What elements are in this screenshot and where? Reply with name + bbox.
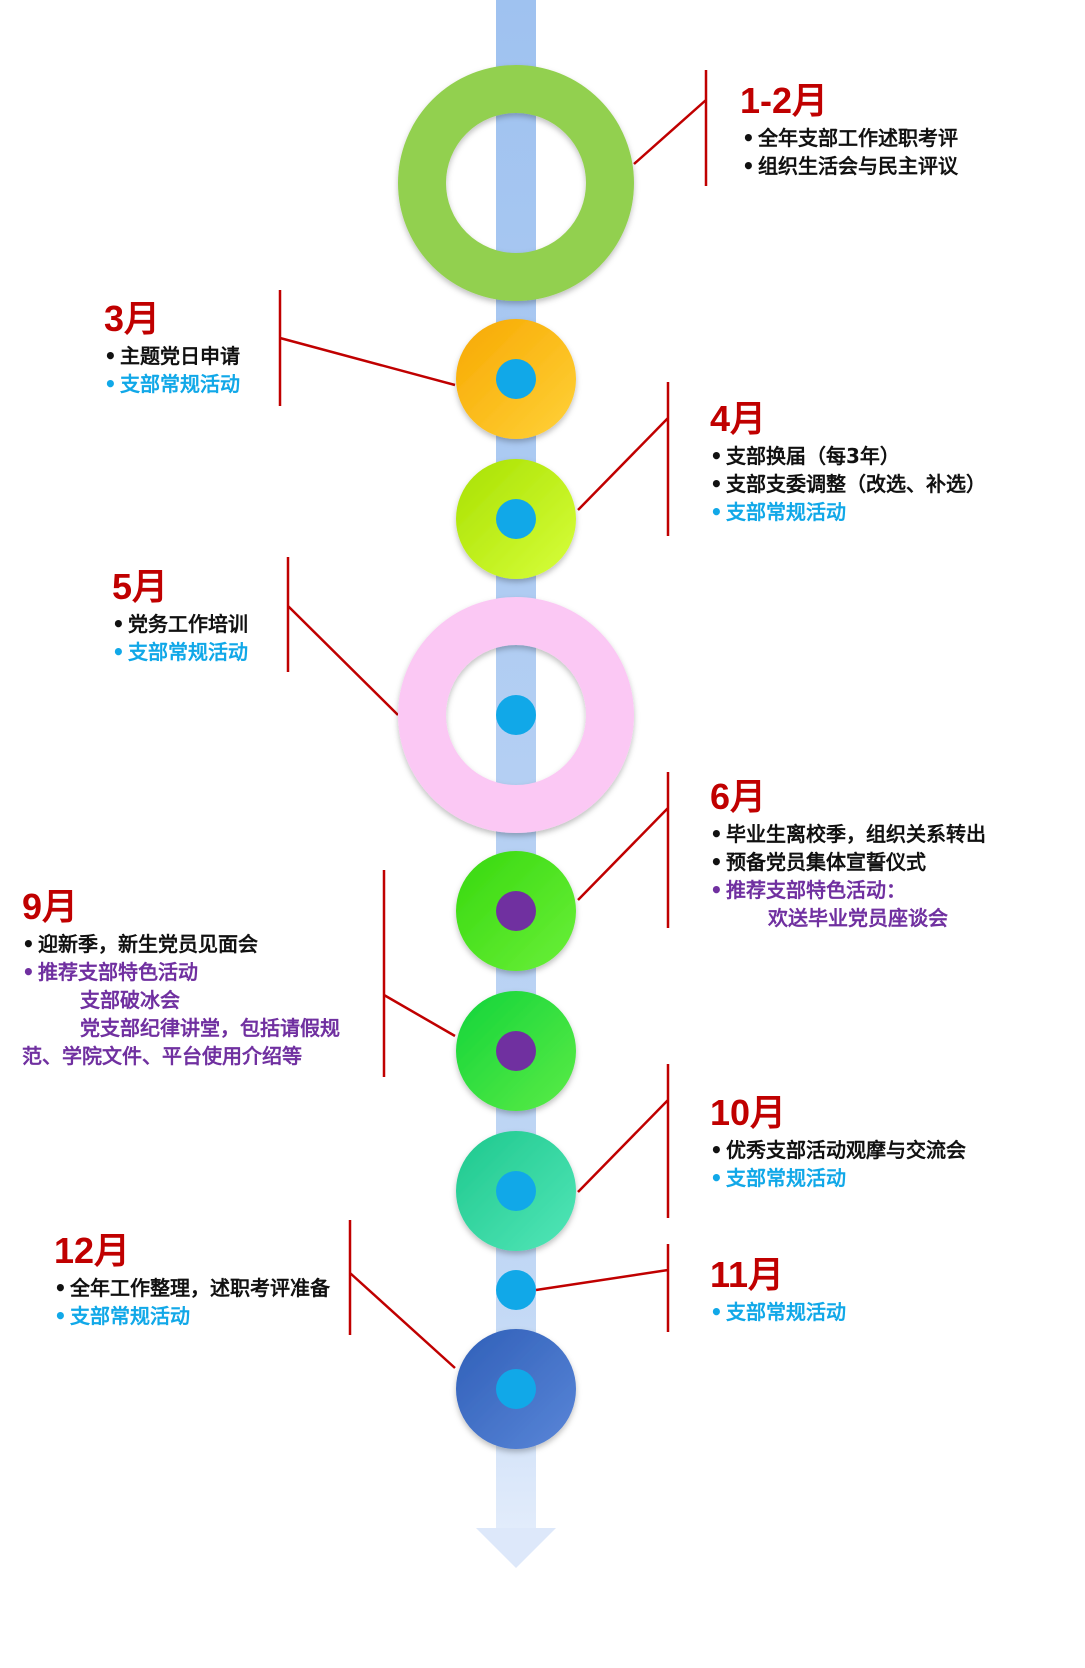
month-label-9: 9月 xyxy=(22,886,79,927)
item: •组织生活会与民主评议 xyxy=(742,154,958,178)
month-label-1-2: 1-2月 xyxy=(740,80,829,121)
item: •推荐支部特色活动 xyxy=(22,960,198,984)
month-label-11: 11月 xyxy=(710,1254,785,1295)
item: •支部常规活动 xyxy=(112,640,248,664)
item: •全年支部工作述职考评 xyxy=(742,126,958,150)
item: •支部常规活动 xyxy=(710,500,846,524)
item: 欢送毕业党员座谈会 xyxy=(768,906,948,930)
month-label-3: 3月 xyxy=(104,298,161,339)
month-block-9: 9月 •迎新季，新生党员见面会 •推荐支部特色活动 支部破冰会 党支部纪律讲堂，… xyxy=(22,886,340,1070)
connector-6 xyxy=(577,772,670,928)
item: •全年工作整理，述职考评准备 xyxy=(54,1276,330,1300)
dot-6 xyxy=(496,891,536,931)
item: •预备党员集体宣誓仪式 xyxy=(710,850,926,874)
dot-4 xyxy=(496,499,536,539)
month-block-3: 3月 •主题党日申请 •支部常规活动 xyxy=(104,298,240,398)
connector-10 xyxy=(577,1064,670,1218)
item: 范、学院文件、平台使用介绍等 xyxy=(22,1044,302,1068)
item: •支部换届（每3年） xyxy=(710,444,900,468)
item: •毕业生离校季，组织关系转出 xyxy=(710,822,986,846)
month-block-5: 5月 •党务工作培训 •支部常规活动 xyxy=(112,566,248,666)
dot-10 xyxy=(496,1171,536,1211)
connector-12 xyxy=(348,1220,456,1369)
ring-1-2 xyxy=(398,65,634,301)
connector-5 xyxy=(286,557,399,716)
month-block-12: 12月 •全年工作整理，述职考评准备 •支部常规活动 xyxy=(54,1230,330,1330)
item: •迎新季，新生党员见面会 xyxy=(22,932,258,956)
item: •主题党日申请 xyxy=(104,344,240,368)
month-block-6: 6月 •毕业生离校季，组织关系转出 •预备党员集体宣誓仪式 •推荐支部特色活动：… xyxy=(710,776,986,932)
item: 支部破冰会 xyxy=(80,988,180,1012)
connector-9 xyxy=(382,870,456,1077)
dot-3 xyxy=(496,359,536,399)
month-label-10: 10月 xyxy=(710,1092,787,1133)
item: 党支部纪律讲堂，包括请假规 xyxy=(80,1016,340,1040)
item: •党务工作培训 xyxy=(112,612,248,636)
ring-5 xyxy=(398,597,634,833)
month-block-1-2: 1-2月 •全年支部工作述职考评 •组织生活会与民主评议 xyxy=(740,80,958,180)
item: •优秀支部活动观摩与交流会 xyxy=(710,1138,966,1162)
month-block-4: 4月 •支部换届（每3年） •支部支委调整（改选、补选） •支部常规活动 xyxy=(710,398,986,526)
item: •支部常规活动 xyxy=(54,1304,190,1328)
month-label-12: 12月 xyxy=(54,1230,131,1271)
connector-4 xyxy=(577,382,670,536)
dot-9 xyxy=(496,1031,536,1071)
item: •支部常规活动 xyxy=(710,1166,846,1190)
dot-11 xyxy=(496,1270,536,1310)
connector-11 xyxy=(535,1244,670,1332)
month-block-11: 11月 •支部常规活动 xyxy=(710,1254,846,1326)
dot-5 xyxy=(496,695,536,735)
month-label-6: 6月 xyxy=(710,776,767,817)
connector-3 xyxy=(278,290,456,406)
dot-12 xyxy=(496,1369,536,1409)
month-label-5: 5月 xyxy=(112,566,169,607)
item: •支部常规活动 xyxy=(710,1300,846,1324)
connector-1-2 xyxy=(633,70,708,186)
month-block-10: 10月 •优秀支部活动观摩与交流会 •支部常规活动 xyxy=(710,1092,966,1192)
item: •推荐支部特色活动： xyxy=(710,878,906,902)
item: •支部支委调整（改选、补选） xyxy=(710,472,986,496)
month-label-4: 4月 xyxy=(710,398,767,439)
timeline-arrow-head xyxy=(476,1528,556,1568)
item: •支部常规活动 xyxy=(104,372,240,396)
